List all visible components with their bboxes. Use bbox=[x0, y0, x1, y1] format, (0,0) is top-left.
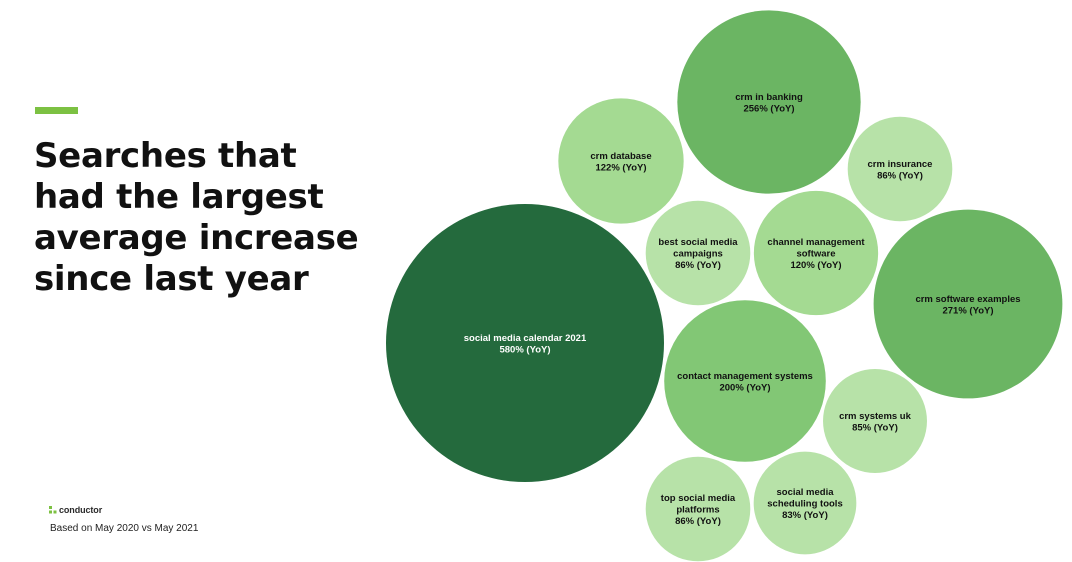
bubble-label: 256% (YoY) bbox=[743, 103, 794, 114]
bubble-label: 271% (YoY) bbox=[942, 305, 993, 316]
bubble-circle bbox=[823, 369, 927, 473]
bubble-label: 200% (YoY) bbox=[719, 382, 770, 393]
bubble-circle bbox=[645, 200, 751, 306]
bubble-label: contact management systems bbox=[677, 371, 813, 382]
bubble-circle bbox=[645, 456, 751, 562]
bubble-circle bbox=[677, 10, 861, 194]
bubble-label: campaigns bbox=[673, 249, 723, 260]
source-note: Based on May 2020 vs May 2021 bbox=[50, 523, 199, 534]
bubble-label: scheduling tools bbox=[767, 499, 842, 510]
bubble-label: social media calendar 2021 bbox=[464, 333, 587, 344]
bubble-label: crm systems uk bbox=[839, 411, 912, 422]
bubble-circle bbox=[847, 116, 953, 222]
bubble-label: best social media bbox=[658, 237, 738, 248]
bubble-label: 580% (YoY) bbox=[499, 344, 550, 355]
bubble-label: 86% (YoY) bbox=[675, 260, 721, 271]
bubble-label: 83% (YoY) bbox=[782, 510, 828, 521]
bubble-label: top social media bbox=[661, 493, 736, 504]
bubble-label: 122% (YoY) bbox=[595, 162, 646, 173]
bubble-label: 85% (YoY) bbox=[852, 422, 898, 433]
bubble-circle bbox=[873, 209, 1063, 399]
bubble-circle bbox=[664, 300, 826, 462]
logo-wordmark: conductor bbox=[59, 505, 103, 515]
bubble-label: software bbox=[796, 249, 835, 260]
accent-bar bbox=[35, 107, 78, 114]
bubble-circle bbox=[753, 451, 857, 555]
bubble-label: social media bbox=[776, 487, 834, 498]
bubble-circle bbox=[753, 190, 879, 316]
bubble-circle bbox=[558, 98, 684, 224]
bubble-label: crm insurance bbox=[868, 159, 933, 170]
bubble-label: channel management bbox=[767, 237, 865, 248]
bubble-label: 86% (YoY) bbox=[877, 170, 923, 181]
conductor-logo-icon bbox=[49, 506, 57, 514]
conductor-logo: conductor bbox=[49, 505, 102, 515]
page-title: Searches that had the largest average in… bbox=[34, 136, 359, 299]
bubble-label: crm software examples bbox=[915, 294, 1020, 305]
bubble-label: crm database bbox=[590, 151, 651, 162]
bubble-label: platforms bbox=[676, 505, 719, 516]
bubble-label: 86% (YoY) bbox=[675, 516, 721, 527]
bubble-label: crm in banking bbox=[735, 92, 803, 103]
bubble-circle bbox=[386, 204, 664, 482]
bubble-label: 120% (YoY) bbox=[790, 260, 841, 271]
